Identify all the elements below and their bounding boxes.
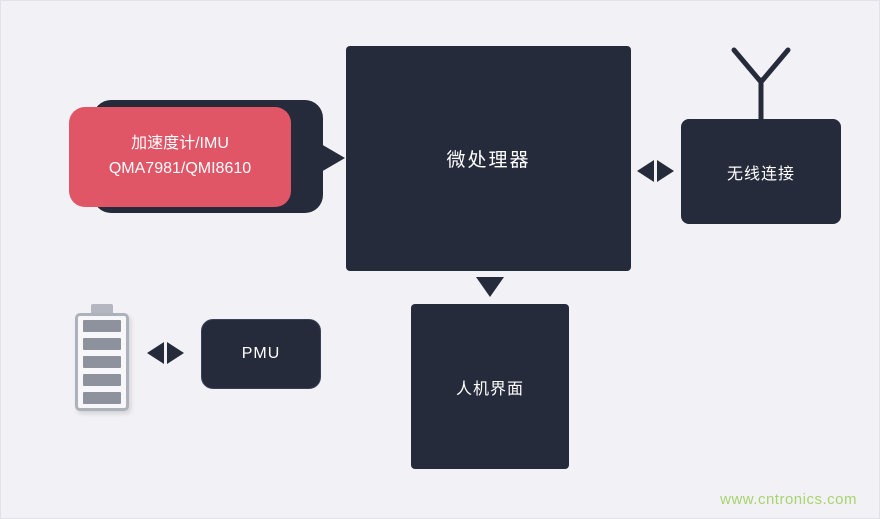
mcu-label: 微处理器 [446,150,531,171]
hmi-block: 人机界面 [411,304,569,469]
watermark: www.cntronics.com [720,491,857,508]
mcu-block: 微处理器 [346,46,631,271]
hmi-label: 人机界面 [455,380,524,398]
imu-block: 加速度计/IMU QMA7981/QMI8610 [69,107,291,207]
arrow-imu-to-mcu-icon [321,144,345,172]
battery-cell [83,392,121,404]
arrow-left-half-icon [147,342,164,364]
arrow-left-half-icon [637,160,654,182]
battery-cell [83,320,121,332]
arrow-right-half-icon [167,342,184,364]
battery-cell [83,374,121,386]
arrow-right-half-icon [657,160,674,182]
battery-cell [83,356,121,368]
pmu-label: PMU [241,345,281,362]
battery-body [75,313,129,411]
imu-label-line1: 加速度计/IMU [131,135,229,153]
battery-cap [91,304,113,313]
battery-icon [73,304,131,416]
arrow-mcu-to-hmi-icon [476,277,504,297]
antenna-icon [731,47,791,122]
pmu-block: PMU [201,319,321,389]
battery-cell [83,338,121,350]
wireless-block: 无线连接 [681,119,841,224]
arrow-mcu-wireless-icon [637,160,674,182]
wireless-label: 无线连接 [726,165,795,183]
imu-label-line2: QMA7981/QMI8610 [108,160,252,177]
arrow-battery-pmu-icon [147,342,184,364]
